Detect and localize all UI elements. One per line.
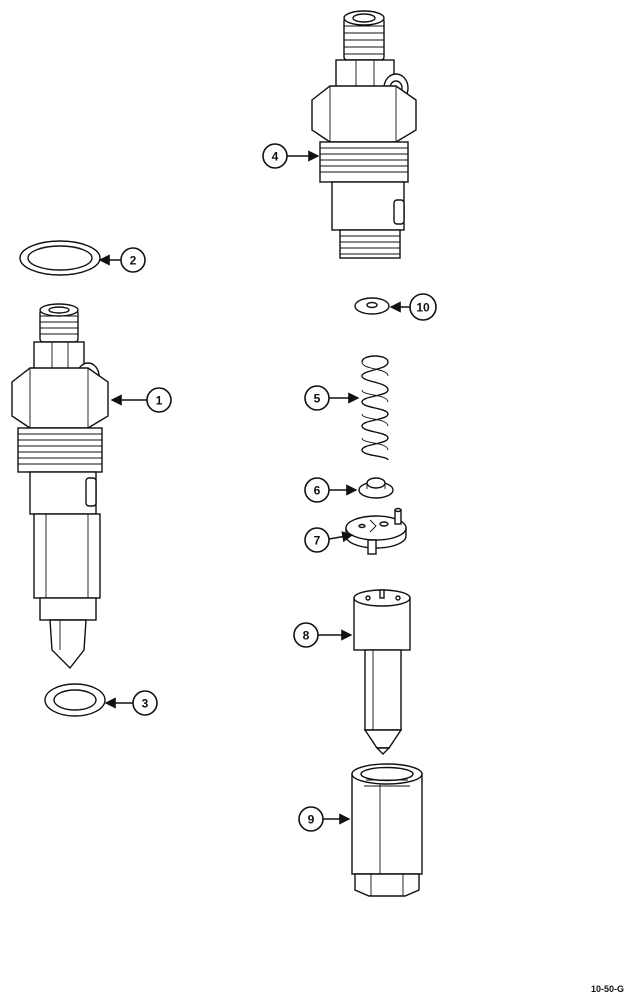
callout-10: 10 <box>409 293 437 321</box>
callout-8-label: 8 <box>303 629 310 643</box>
callout-9: 9 <box>298 806 324 832</box>
nozzle-holder-body-icon <box>311 10 417 259</box>
injector-assembly-icon <box>11 303 109 670</box>
pressure-spring-icon <box>361 355 389 461</box>
nozzle-retaining-nut-icon <box>351 763 423 897</box>
callout-2: 2 <box>120 247 146 273</box>
shim-washer-icon <box>354 297 390 315</box>
callout-5-label: 5 <box>314 392 321 406</box>
callout-5: 5 <box>304 385 330 411</box>
callout-6-label: 6 <box>314 484 321 498</box>
callout-3: 3 <box>132 690 158 716</box>
callout-1-label: 1 <box>156 394 163 408</box>
upper-seal-ring-icon <box>19 240 101 276</box>
callout-7: 7 <box>304 527 330 553</box>
callout-3-label: 3 <box>142 697 149 711</box>
nozzle-icon <box>353 589 411 755</box>
lower-seal-ring-icon <box>44 683 106 717</box>
intermediate-plate-icon <box>345 507 407 555</box>
callout-4: 4 <box>262 143 288 169</box>
callout-2-label: 2 <box>130 254 137 268</box>
callout-8: 8 <box>293 622 319 648</box>
figure-code: 10-50-G <box>590 984 624 994</box>
callout-1: 1 <box>146 387 172 413</box>
callout-9-label: 9 <box>308 813 315 827</box>
callout-10-label: 10 <box>416 301 430 315</box>
callout-6: 6 <box>304 477 330 503</box>
callout-leaders <box>98 150 410 825</box>
callout-4-label: 4 <box>272 150 279 164</box>
callout-7-label: 7 <box>314 534 321 548</box>
spring-seat-icon <box>358 477 394 499</box>
